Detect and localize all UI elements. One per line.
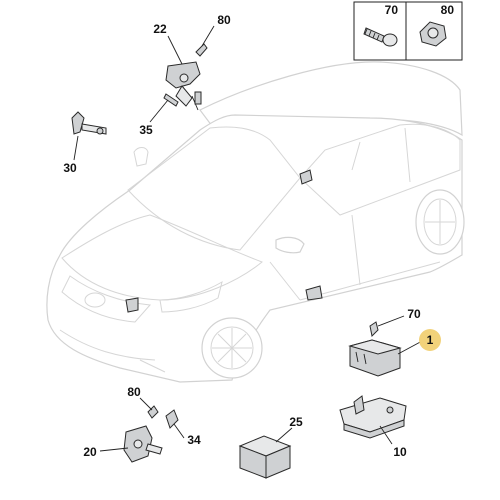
leader-25: [275, 427, 293, 443]
screw-icon: [363, 27, 398, 47]
part-35-link: [163, 93, 179, 107]
part-10-mounting-bracket: [339, 395, 407, 439]
label-20: 20: [83, 445, 97, 459]
leader-70: [377, 315, 405, 327]
label-25: 25: [289, 415, 303, 429]
part-25-block: [238, 435, 292, 479]
leader-30: [73, 135, 79, 161]
part-30-bracket: [71, 111, 107, 135]
roof-sensor-marker: [299, 169, 313, 185]
leader-80-lower: [139, 397, 153, 411]
leader-35: [149, 99, 169, 123]
label-22: 22: [153, 22, 167, 36]
part-80-fastener-lower: [147, 405, 159, 419]
leader-10: [379, 425, 393, 445]
leader-34: [173, 423, 185, 439]
part-70-screw: [369, 321, 379, 338]
vehicle-outline: [46, 61, 465, 383]
label-70-box: 70: [385, 3, 399, 17]
part-34-link: [165, 409, 179, 429]
label-10: 10: [393, 445, 407, 459]
leader-80-top: [201, 25, 215, 47]
label-80-box: 80: [441, 3, 455, 17]
label-70: 70: [407, 307, 421, 321]
leader-20: [99, 447, 129, 452]
leader-22: [167, 35, 183, 65]
label-80-lower: 80: [127, 385, 141, 399]
part-1-control-module: [348, 339, 402, 377]
part-80-fastener-top: [195, 43, 208, 57]
label-80-top: 80: [217, 13, 231, 27]
part-22-height-sensor: [165, 61, 202, 111]
front-wheel: [201, 317, 263, 379]
side-sensor-marker: [305, 285, 323, 301]
rear-wheel: [415, 189, 465, 255]
label-1: 1: [427, 333, 434, 347]
fastener-legend-box: 70 80: [353, 1, 463, 61]
front-sensor-marker: [125, 297, 139, 313]
part-20-lower-sensor: [123, 425, 163, 463]
label-30: 30: [63, 161, 77, 175]
label-35: 35: [139, 123, 153, 137]
label-34: 34: [187, 433, 201, 447]
highlight-part-1: [419, 329, 441, 351]
nut-icon: [419, 21, 447, 47]
